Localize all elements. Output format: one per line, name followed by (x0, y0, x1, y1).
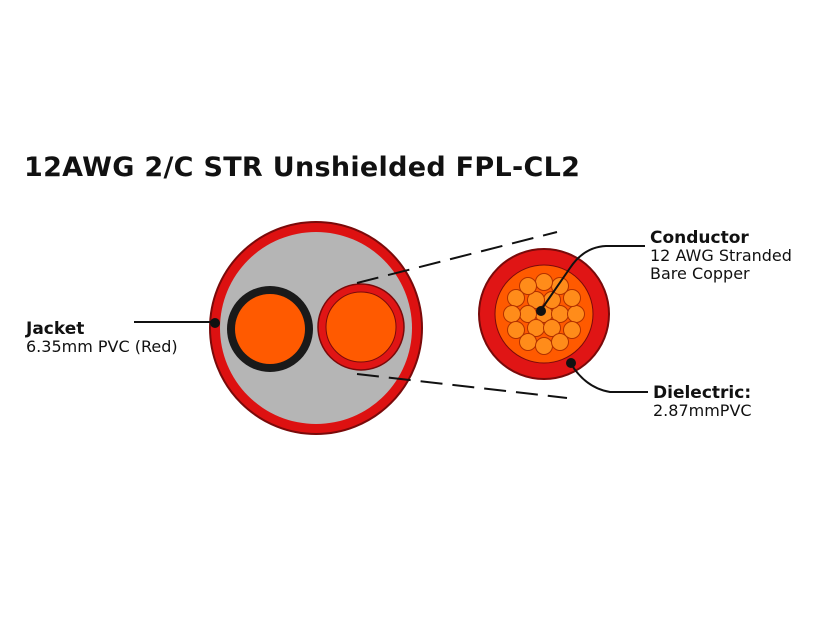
conductor-detail-line2: Bare Copper (650, 264, 750, 283)
dielectric-detail: 2.87mmPVC (653, 401, 752, 420)
copper-strand (519, 277, 537, 295)
conductor-detail-line1: 12 AWG Stranded (650, 246, 792, 265)
copper-strand (507, 321, 525, 339)
jacket-label: Jacket 6.35mm PVC (Red) (26, 320, 178, 356)
copper-strand (519, 333, 537, 351)
copper-strand (563, 321, 581, 339)
dielectric-label: Dielectric: 2.87mmPVC (653, 384, 752, 420)
zoom-line-top (356, 231, 558, 284)
conductor-leader-line (540, 245, 645, 311)
zoom-line-bottom (356, 373, 568, 399)
black-conductor-copper (235, 294, 305, 364)
filler-core (220, 232, 412, 424)
red-conductor-copper (325, 291, 397, 363)
copper-strand (507, 289, 525, 307)
diagram-title: 12AWG 2/C STR Unshielded FPL-CL2 (24, 152, 581, 183)
copper-strand (543, 319, 561, 337)
conductor-leader-dot (536, 306, 546, 316)
copper-strand (527, 291, 545, 309)
copper-strand (567, 305, 585, 323)
leader-lines (134, 245, 648, 393)
copper-strand (563, 289, 581, 307)
copper-strand (535, 337, 553, 355)
jacket-leader-dot (210, 318, 220, 328)
dielectric-leader-line (570, 363, 648, 393)
cable-cross-section (209, 221, 423, 435)
dielectric-heading: Dielectric: (653, 383, 752, 403)
copper-strand (535, 273, 553, 291)
jacket-heading: Jacket (26, 319, 85, 339)
dielectric-leader-dot (566, 358, 576, 368)
conductor-heading: Conductor (650, 228, 749, 248)
copper-strand (503, 305, 521, 323)
jacket-detail: 6.35mm PVC (Red) (26, 337, 178, 356)
copper-strand (551, 333, 569, 351)
conductor-label: Conductor 12 AWG Stranded Bare Copper (650, 229, 792, 283)
